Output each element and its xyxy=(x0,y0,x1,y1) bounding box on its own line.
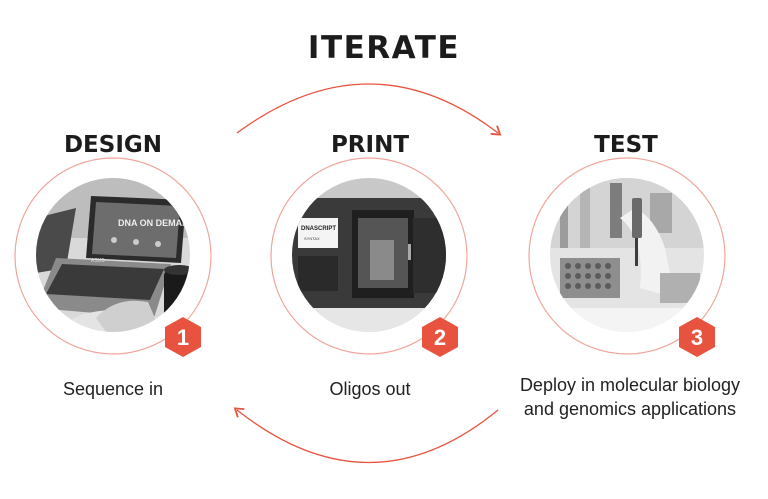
step-heading-design: DESIGN xyxy=(63,132,163,158)
step-heading-test: TEST xyxy=(594,132,658,158)
laptop-image: DNA ON DEMAND ASUS xyxy=(36,178,190,332)
badge-1: 1 xyxy=(165,317,201,357)
svg-text:SYNTAX: SYNTAX xyxy=(304,236,320,241)
design-ring xyxy=(14,157,212,355)
badge-3: 3 xyxy=(679,317,715,357)
badge-2-number: 2 xyxy=(434,325,446,350)
top-cycle-arrow xyxy=(236,83,502,136)
badge-2: 2 xyxy=(422,317,458,357)
bottom-cycle-arrow xyxy=(233,407,499,464)
printer-brand-text: DNASCRIPT xyxy=(301,226,336,232)
test-caption: Deploy in molecular biology and genomics… xyxy=(500,373,760,421)
test-caption-line-2: and genomics applications xyxy=(523,399,737,419)
design-caption: Sequence in xyxy=(62,379,164,399)
badge-3-number: 3 xyxy=(691,325,703,350)
svg-text:ASUS: ASUS xyxy=(91,258,105,264)
laptop-screen-text: DNA ON DEMAND xyxy=(118,218,190,228)
page-title: ITERATE xyxy=(307,30,461,66)
print-ring xyxy=(270,157,468,355)
test-caption-line-1: Deploy in molecular biology xyxy=(519,375,741,395)
test-ring xyxy=(528,157,726,355)
print-caption: Oligos out xyxy=(329,379,411,399)
step-heading-print: PRINT xyxy=(330,132,410,158)
design-photo: DNA ON DEMAND ASUS xyxy=(36,178,190,332)
badge-1-number: 1 xyxy=(177,325,189,350)
